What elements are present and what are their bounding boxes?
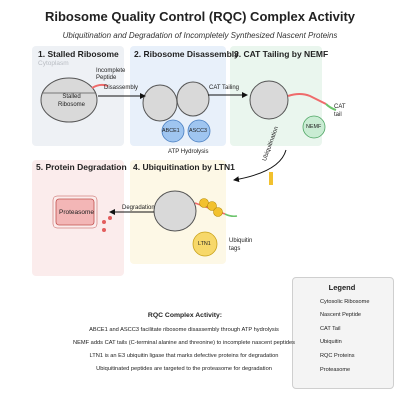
nemf-label: NEMF bbox=[306, 124, 322, 130]
nascent-peptide-red bbox=[287, 93, 327, 105]
incomplete-peptide-label: Incomplete Peptide bbox=[96, 68, 126, 81]
legend-label-peptide: Nascent Peptide bbox=[320, 312, 362, 318]
proteasome bbox=[55, 198, 95, 226]
peptide-fragment-2 bbox=[108, 216, 112, 220]
legend-label-proteasome: Proteasome bbox=[320, 367, 351, 373]
panel-3-title: 3. CAT Tailing by NEMF bbox=[234, 49, 329, 59]
summary-line: ABCE1 and ASCC3 facilitate ribosome disa… bbox=[89, 327, 279, 333]
summary-line: Ubiquitinated peptides are targeted to t… bbox=[96, 366, 272, 372]
nemf-protein bbox=[302, 115, 326, 139]
ascc3-protein bbox=[187, 119, 211, 143]
ubiquitin-tags-label: Ubiquitin tags bbox=[229, 238, 253, 253]
legend-label-cat-tail: CAT Tail bbox=[320, 326, 341, 332]
peptide-fragment-1 bbox=[102, 220, 106, 224]
ribosome-ubiquitination bbox=[153, 190, 197, 232]
summary-line: NEMF adds CAT tails (C-terminal alanine … bbox=[72, 340, 296, 346]
stalled-ribosome-label: Stalled Ribosome bbox=[58, 94, 86, 109]
ubiquitin-1 bbox=[199, 198, 209, 208]
stalled-ribosome bbox=[40, 77, 98, 123]
peptide-fragment-3 bbox=[102, 228, 106, 232]
abce1-label: ABCE1 bbox=[162, 128, 180, 134]
panel-4-title: 4. Ubiquitination by LTN1 bbox=[133, 162, 235, 172]
ribosome-with-peptide bbox=[249, 80, 289, 120]
legend-title: Legend bbox=[328, 283, 356, 292]
legend-label-ubiquitin: Ubiquitin bbox=[320, 339, 342, 345]
cytoplasm-label: Cytoplasm bbox=[38, 60, 69, 67]
proteasome-outline bbox=[52, 195, 98, 229]
atp-hydrolysis-caption: ATP Hydrolysis bbox=[168, 149, 209, 155]
disassembly-label: Disassembly bbox=[104, 85, 139, 91]
ubiquitin-stack-marker bbox=[269, 172, 273, 185]
diagram-title: Ribosome Quality Control (RQC) Complex A… bbox=[44, 9, 356, 24]
ubiquitin-3 bbox=[213, 207, 223, 217]
legend-box bbox=[292, 277, 394, 389]
small-subunit bbox=[176, 81, 210, 117]
arrow-to-ubiquitination bbox=[233, 149, 287, 183]
ltn1-protein bbox=[192, 231, 218, 257]
incomplete-peptide bbox=[91, 83, 109, 89]
ltn1-label: LTN1 bbox=[198, 241, 211, 247]
legend-label-rqc-proteins: RQC Proteins bbox=[320, 353, 355, 359]
abce1-protein bbox=[161, 119, 185, 143]
cat-tail-ubiquitination bbox=[224, 213, 238, 218]
cat-tailing-label: CAT Tailing bbox=[209, 85, 240, 91]
cat-tail-green bbox=[325, 103, 337, 111]
ascc3-label: ASCC3 bbox=[189, 128, 207, 134]
large-subunit bbox=[142, 84, 178, 122]
summary-line: LTN1 is an E3 ubiquitin ligase that mark… bbox=[89, 353, 279, 359]
panel-2-title: 2. Ribosome Disassembly bbox=[134, 49, 239, 59]
ubiquitin-2 bbox=[207, 201, 217, 211]
summary-title: RQC Complex Activity: bbox=[147, 312, 223, 319]
panel-5-title: 5. Protein Degradation bbox=[36, 162, 127, 172]
diagram-subtitle: Ubiquitination and Degradation of Incomp… bbox=[62, 31, 338, 40]
legend-label-ribosome: Cytosolic Ribosome bbox=[320, 299, 370, 305]
panel-1-title: 1. Stalled Ribosome bbox=[38, 49, 119, 59]
cat-tail-label: CAT tail bbox=[334, 104, 346, 118]
degradation-label: Degradation bbox=[122, 205, 155, 211]
proteasome-label: Proteasome bbox=[59, 209, 95, 216]
